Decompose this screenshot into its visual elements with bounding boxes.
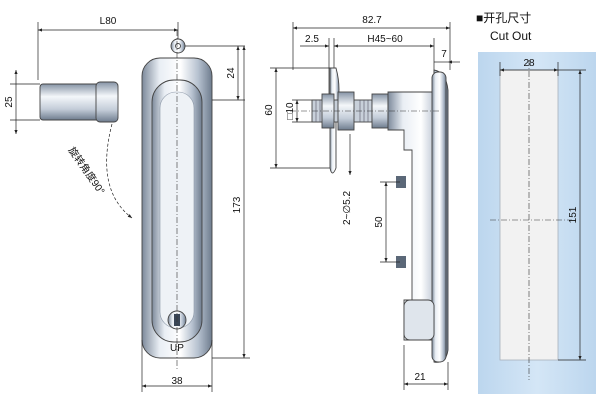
cutout-title-cn: ■开孔尺寸 bbox=[476, 11, 531, 25]
dim-cutout-height-label: 151 bbox=[568, 206, 579, 223]
dim-edge: 7 bbox=[434, 49, 460, 64]
handle-knuckle bbox=[95, 81, 119, 123]
dim-body-depth: 21 bbox=[403, 345, 449, 390]
dim-body-depth-label: 21 bbox=[414, 372, 426, 383]
rotation-arc bbox=[106, 123, 133, 219]
dim-edge-label: 7 bbox=[441, 49, 447, 60]
dim-width: 38 bbox=[141, 340, 213, 392]
dim-handle-height: 25 bbox=[4, 70, 40, 134]
side-view: 82.7 2.5 H45~60 7 60 bbox=[264, 15, 460, 390]
handle-mark: UP bbox=[170, 343, 184, 354]
dim-plate-thickness: 2.5 bbox=[300, 34, 335, 95]
dim-plate-thickness-label: 2.5 bbox=[305, 34, 319, 45]
top-ring-hole bbox=[175, 43, 181, 49]
front-view: L80 25 旋转角度90° UP bbox=[4, 16, 250, 392]
dim-handle-height-label: 25 bbox=[4, 96, 15, 108]
dim-hole-spacing-label: 50 bbox=[374, 216, 385, 228]
dim-total-height-label: 173 bbox=[232, 196, 243, 213]
dim-plate-height: 60 bbox=[264, 67, 335, 169]
dim-total-depth-label: 82.7 bbox=[362, 15, 382, 26]
screw-top bbox=[396, 176, 406, 188]
dim-cutout-width-label: 28 bbox=[523, 58, 535, 69]
dim-h-range-label: H45~60 bbox=[367, 34, 403, 45]
cutout-title-en: Cut Out bbox=[490, 29, 532, 43]
dim-length-label: L80 bbox=[100, 16, 117, 27]
latch-tongue bbox=[403, 299, 435, 341]
dim-cutout-width: 28 bbox=[499, 58, 559, 76]
screw-bottom bbox=[396, 256, 406, 268]
dim-holes-label: 2~∅5.2 bbox=[342, 191, 353, 225]
dim-plate-height-label: 60 bbox=[264, 104, 275, 116]
dim-h-range: H45~60 bbox=[334, 34, 435, 78]
dim-top-offset: 24 bbox=[185, 45, 245, 101]
dim-cutout-height: 151 bbox=[558, 69, 586, 361]
cutout-view: ■开孔尺寸 Cut Out 28 151 bbox=[476, 11, 596, 394]
dim-hole-spacing: 50 bbox=[374, 181, 400, 263]
rotation-label: 旋转角度90° bbox=[66, 144, 108, 197]
side-flange bbox=[431, 71, 447, 363]
dim-holes: 2~∅5.2 bbox=[342, 134, 353, 225]
dim-top-offset-label: 24 bbox=[226, 67, 237, 79]
dim-total-height: 173 bbox=[212, 46, 250, 359]
dim-width-label: 38 bbox=[171, 376, 183, 387]
